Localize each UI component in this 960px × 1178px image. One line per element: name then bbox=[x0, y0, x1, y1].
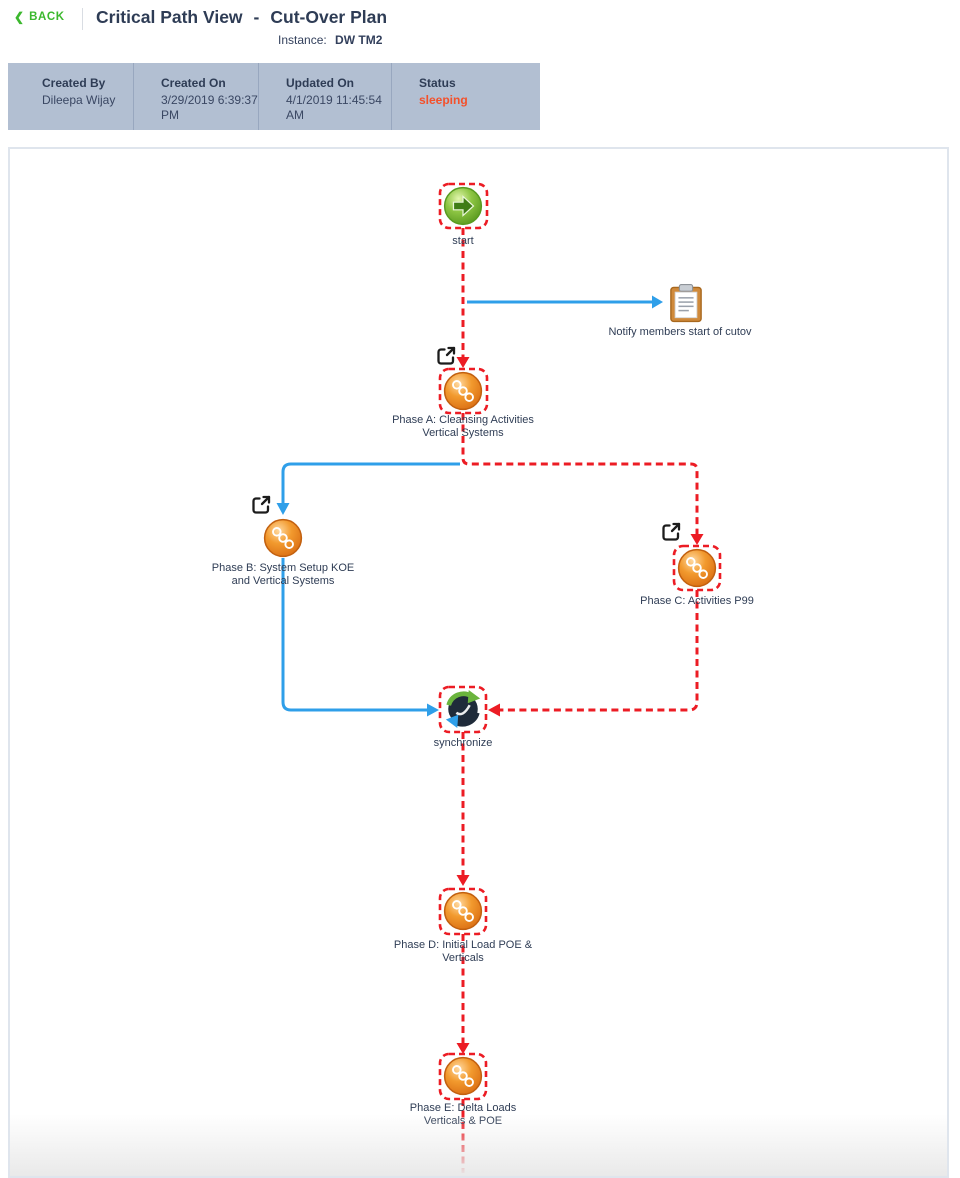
node-label-start: start bbox=[452, 235, 474, 247]
process-info-bar: Created By Dileepa Wijay Created On 3/29… bbox=[8, 63, 540, 130]
back-chevron-icon: ❮ bbox=[14, 10, 25, 24]
label-line: Phase A: Cleansing Activities bbox=[392, 414, 534, 426]
node-synchronize[interactable] bbox=[443, 689, 483, 729]
info-created-on: Created On 3/29/2019 6:39:37 PM bbox=[133, 63, 258, 130]
notification-clipboard-icon bbox=[670, 284, 702, 323]
flow-connectors bbox=[276, 182, 722, 1173]
subprocess-icon bbox=[443, 891, 483, 931]
label-line: Phase C: Activities P99 bbox=[640, 595, 754, 607]
node-label-phase-b: Phase B: System Setup KOE and Vertical S… bbox=[212, 562, 354, 587]
label-line: and Vertical Systems bbox=[231, 574, 335, 587]
page-title-plan: Cut-Over Plan bbox=[270, 7, 388, 27]
node-label-notify: Notify members start of cutov bbox=[608, 326, 752, 338]
node-label-phase-d: Phase D: Initial Load POE & Verticals bbox=[394, 939, 532, 964]
info-updated-on: Updated On 4/1/2019 11:45:54 AM bbox=[258, 63, 391, 130]
connector-phase-b-to-synchronize bbox=[281, 558, 439, 717]
subprocess-icon bbox=[443, 371, 483, 411]
info-label: Status bbox=[419, 76, 456, 90]
info-value: Dileepa Wijay bbox=[42, 93, 116, 107]
open-subprocess-icon-phase-a[interactable] bbox=[435, 345, 457, 367]
critical-highlight-phase-e bbox=[438, 1052, 488, 1101]
critical-highlight-synchronize bbox=[438, 685, 488, 734]
page-title-view: Critical Path View bbox=[96, 7, 243, 27]
critical-highlight-phase-c bbox=[672, 544, 722, 592]
label-line: Verticals & POE bbox=[423, 1114, 503, 1127]
label-line: Phase E: Delta Loads bbox=[409, 1102, 517, 1114]
connector-phase-c-to-synchronize bbox=[488, 590, 699, 717]
info-label: Created By bbox=[42, 76, 106, 90]
subprocess-icon bbox=[263, 518, 303, 558]
node-phase-c[interactable] bbox=[677, 548, 717, 588]
label-line: Phase B: System Setup KOE bbox=[211, 562, 355, 574]
node-phase-e[interactable] bbox=[443, 1056, 483, 1096]
info-label: Created On bbox=[161, 76, 226, 90]
header-divider bbox=[82, 8, 83, 30]
connector-start-to-notify bbox=[467, 295, 663, 309]
subprocess-icon bbox=[677, 548, 717, 588]
node-label-synchronize: synchronize bbox=[433, 737, 493, 749]
synchronize-icon bbox=[445, 689, 481, 729]
subprocess-icon bbox=[443, 1056, 483, 1096]
page-title-separator: - bbox=[253, 7, 260, 27]
connector-synchronize-to-phase-d bbox=[456, 732, 470, 886]
info-value: 3/29/2019 6:39:37 PM bbox=[161, 93, 258, 122]
info-created-by: Created By Dileepa Wijay bbox=[8, 63, 133, 130]
status-badge: sleeping bbox=[419, 93, 468, 107]
label-line: Phase D: Initial Load POE & bbox=[393, 939, 533, 951]
back-button[interactable]: ❮ BACK bbox=[14, 11, 65, 23]
node-notify-members[interactable] bbox=[669, 283, 703, 324]
node-label-phase-c: Phase C: Activities P99 bbox=[640, 595, 754, 608]
open-subprocess-icon-phase-c[interactable] bbox=[660, 521, 682, 543]
instance-label: Instance: bbox=[278, 33, 327, 47]
open-subprocess-icon-phase-b[interactable] bbox=[250, 494, 272, 516]
start-icon bbox=[443, 186, 483, 226]
node-label-phase-e: Phase E: Delta Loads Verticals & POE bbox=[410, 1102, 516, 1127]
connector-phase-d-to-phase-e bbox=[456, 934, 470, 1054]
critical-highlight-start bbox=[438, 182, 489, 230]
connector-phase-a-to-phase-b bbox=[276, 462, 460, 515]
workflow-canvas[interactable]: start Notify members start of cutov bbox=[8, 147, 949, 1178]
critical-highlight-phase-d bbox=[438, 887, 488, 936]
info-value: 4/1/2019 11:45:54 AM bbox=[286, 93, 382, 122]
connector-phase-a-to-phase-c bbox=[461, 413, 704, 545]
node-phase-d[interactable] bbox=[443, 891, 483, 931]
connector-start-to-phase-a bbox=[456, 228, 470, 368]
page-title: Critical Path View - Cut-Over Plan bbox=[96, 7, 387, 28]
back-label: BACK bbox=[29, 11, 65, 23]
critical-highlight-phase-a bbox=[438, 367, 489, 415]
instance-value: DW TM2 bbox=[335, 33, 383, 47]
node-phase-b[interactable] bbox=[263, 518, 303, 558]
node-phase-a[interactable] bbox=[443, 371, 483, 411]
label-line: Vertical Systems bbox=[422, 426, 504, 439]
node-start[interactable] bbox=[443, 186, 483, 226]
info-label: Updated On bbox=[286, 76, 354, 90]
instance-line: Instance: DW TM2 bbox=[278, 33, 382, 47]
info-status: Status sleeping bbox=[391, 63, 540, 130]
label-line: Verticals bbox=[442, 951, 484, 964]
node-label-phase-a: Phase A: Cleansing Activities Vertical S… bbox=[392, 414, 534, 439]
